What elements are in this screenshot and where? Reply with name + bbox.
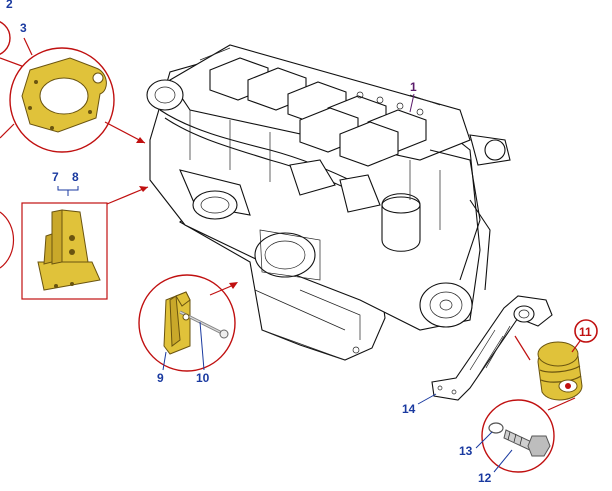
leader-pulley-to-bolt: [547, 397, 576, 411]
callout-2-label: 2: [6, 0, 13, 11]
pulley-part[interactable]: [537, 341, 583, 401]
leader-gasket-to-engine: [104, 121, 146, 144]
callout-7-8-bracket-leader: [57, 186, 79, 196]
callout-1-label: 1: [410, 80, 417, 94]
callout-11-circle[interactable]: [574, 319, 598, 343]
callout-14-label: 14: [402, 402, 416, 416]
bolt-part[interactable]: [488, 422, 551, 457]
callout-10-leader: [199, 321, 205, 371]
callout-3-label: 3: [20, 21, 27, 35]
detail-circle-2[interactable]: [0, 20, 11, 56]
engine-mount-part[interactable]: [431, 295, 553, 401]
engine-drawing[interactable]: [146, 44, 511, 361]
callout-9-leader: [162, 351, 167, 371]
leader-bracket-arrow: [139, 186, 148, 192]
callout-7-label: 7: [52, 170, 59, 184]
leader-gasket-left: [0, 123, 15, 139]
callout-13-label: 13: [459, 444, 473, 458]
callout-14-leader: [417, 393, 437, 405]
callout-9-label: 9: [157, 371, 164, 385]
callout-1-leader: [409, 93, 415, 113]
callout-12-label: 12: [478, 471, 492, 485]
gasket-part[interactable]: [21, 57, 107, 133]
callout-11-leader: [571, 340, 581, 353]
leader-bracket-to-engine: [106, 186, 149, 205]
callout-10-label: 10: [196, 371, 210, 385]
clevis-part[interactable]: [163, 291, 229, 355]
leader-pulley-to-mount: [514, 335, 531, 361]
bracket-part[interactable]: [37, 209, 101, 291]
leader-clevis-arrow: [229, 282, 238, 289]
callout-11-label: 11: [579, 325, 592, 339]
callout-8-label: 8: [72, 170, 79, 184]
callout-13-leader: [475, 431, 493, 449]
leader-gasket-arrow: [136, 137, 145, 143]
callout-12-leader: [493, 449, 513, 473]
leader-3-line: [23, 37, 33, 56]
detail-circle-left-arc: [0, 211, 14, 269]
